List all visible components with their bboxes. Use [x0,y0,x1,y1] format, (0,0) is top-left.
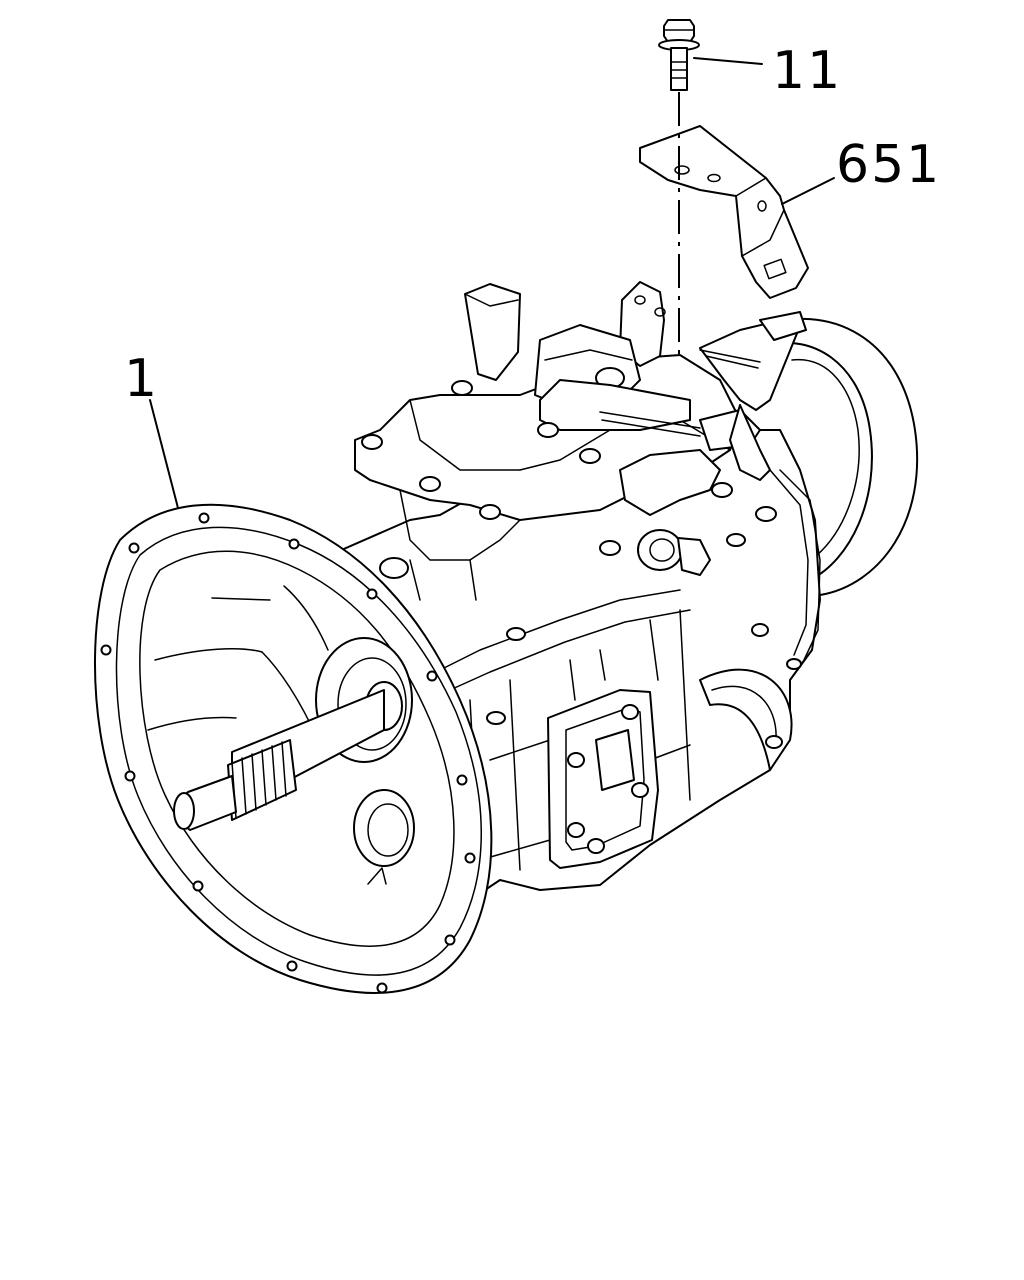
callout-label-11: 11 [772,41,842,101]
callout-label-651: 651 [836,135,941,195]
bracket[interactable] [639,125,809,299]
bolt[interactable] [658,19,700,91]
transmission[interactable] [93,281,919,994]
callout-label-1: 1 [124,349,159,409]
leader-line-651 [781,177,835,205]
leader-line-1 [149,399,179,509]
leader-line-11 [693,57,763,65]
